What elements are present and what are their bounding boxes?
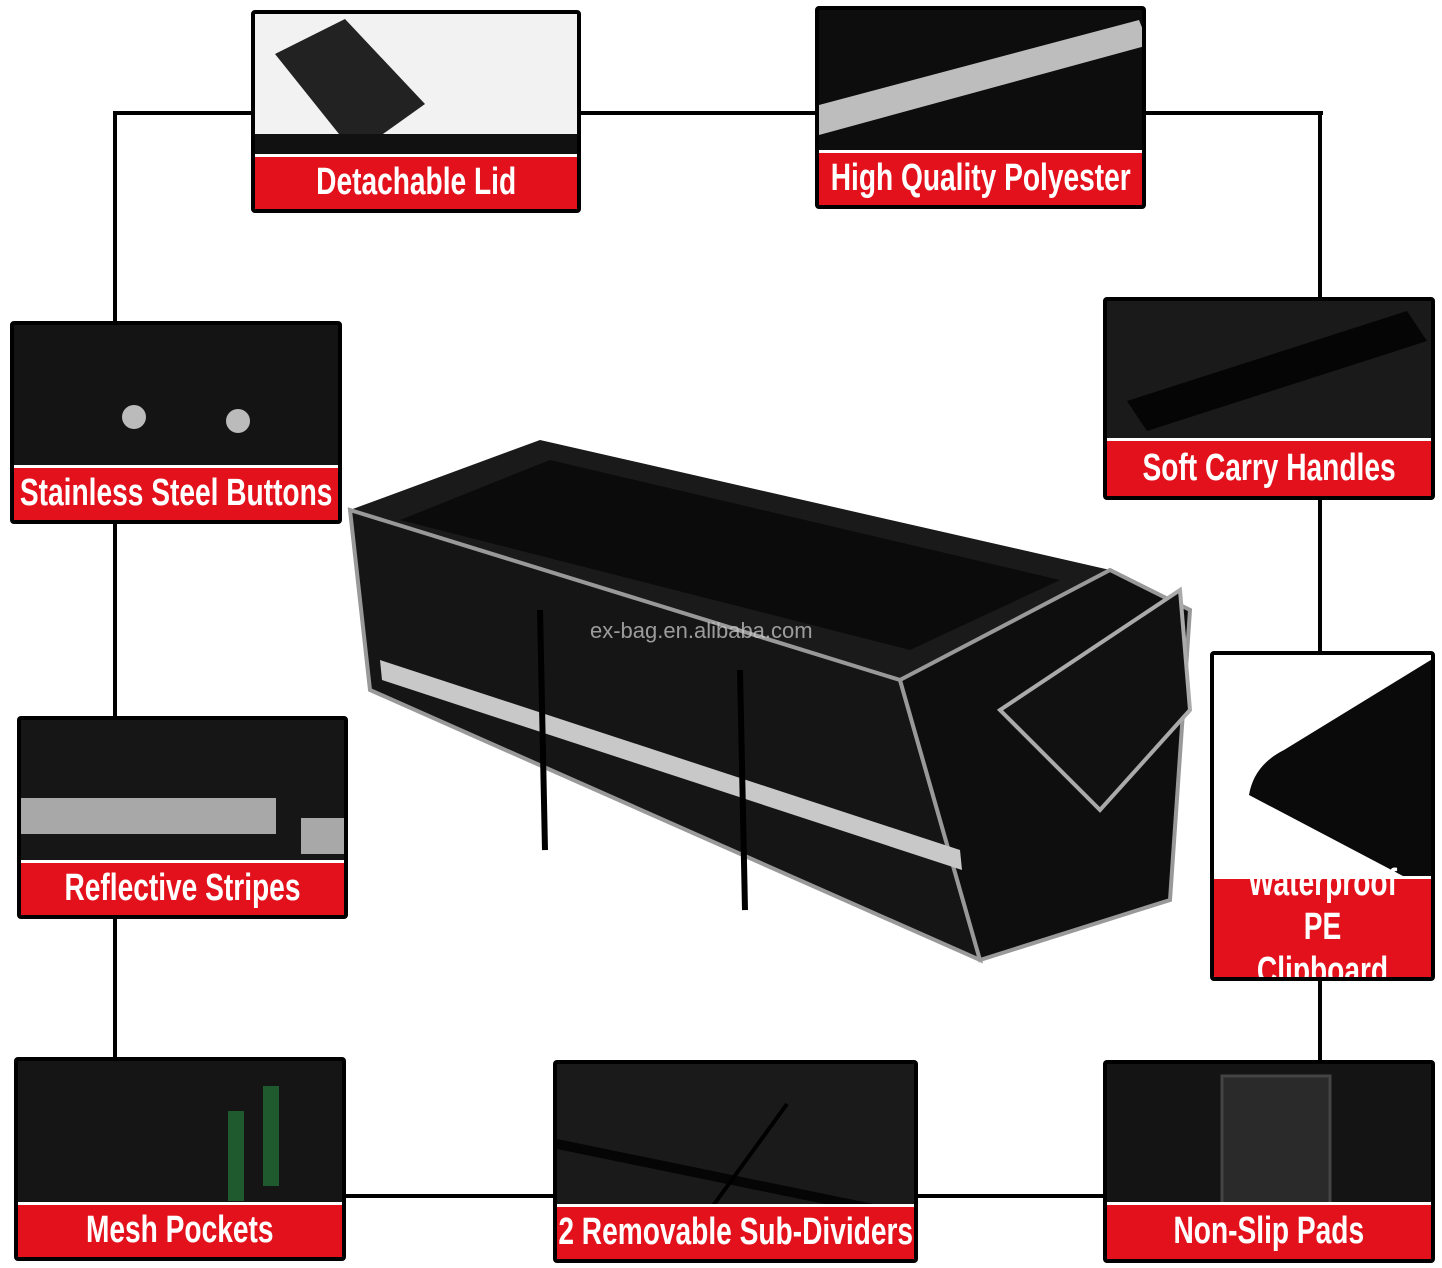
feature-label: Non-Slip Pads: [1173, 1210, 1365, 1253]
connector-line: [578, 111, 818, 115]
trunk-organizer-image: [347, 440, 1193, 964]
feature-label: High Quality Polyester: [830, 157, 1131, 200]
feature-mesh-pockets: Mesh Pockets: [14, 1057, 346, 1261]
connector-line: [1143, 111, 1323, 115]
feature-label: Mesh Pockets: [86, 1209, 274, 1252]
feature-reflective-stripes: Reflective Stripes: [17, 716, 348, 919]
feature-waterproof-pe-clipboard: Waterproof PE Clipboard: [1210, 651, 1435, 981]
feature-removable-sub-dividers: 2 Removable Sub-Dividers: [553, 1060, 918, 1263]
connector-line: [113, 111, 253, 115]
feature-label: Reflective Stripes: [64, 867, 301, 910]
feature-label: Soft Carry Handles: [1142, 446, 1396, 489]
feature-stainless-steel-buttons: Stainless Steel Buttons: [10, 321, 342, 524]
watermark: ex-bag.en.alibaba.com: [590, 618, 813, 643]
feature-label: Waterproof PE Clipboard: [1248, 862, 1397, 981]
feature-label: Detachable Lid: [315, 161, 517, 204]
feature-label: Stainless Steel Buttons: [19, 472, 333, 515]
connector-line: [113, 111, 117, 1059]
feature-detachable-lid: Detachable Lid: [251, 10, 581, 213]
connector-line: [915, 1194, 1105, 1198]
feature-label: 2 Removable Sub-Dividers: [558, 1211, 913, 1254]
feature-non-slip-pads: Non-Slip Pads: [1103, 1060, 1435, 1263]
connector-line: [1318, 111, 1322, 1061]
feature-soft-carry-handles: Soft Carry Handles: [1103, 297, 1435, 500]
feature-high-quality-polyester: High Quality Polyester: [815, 6, 1146, 209]
connector-line: [343, 1194, 555, 1198]
